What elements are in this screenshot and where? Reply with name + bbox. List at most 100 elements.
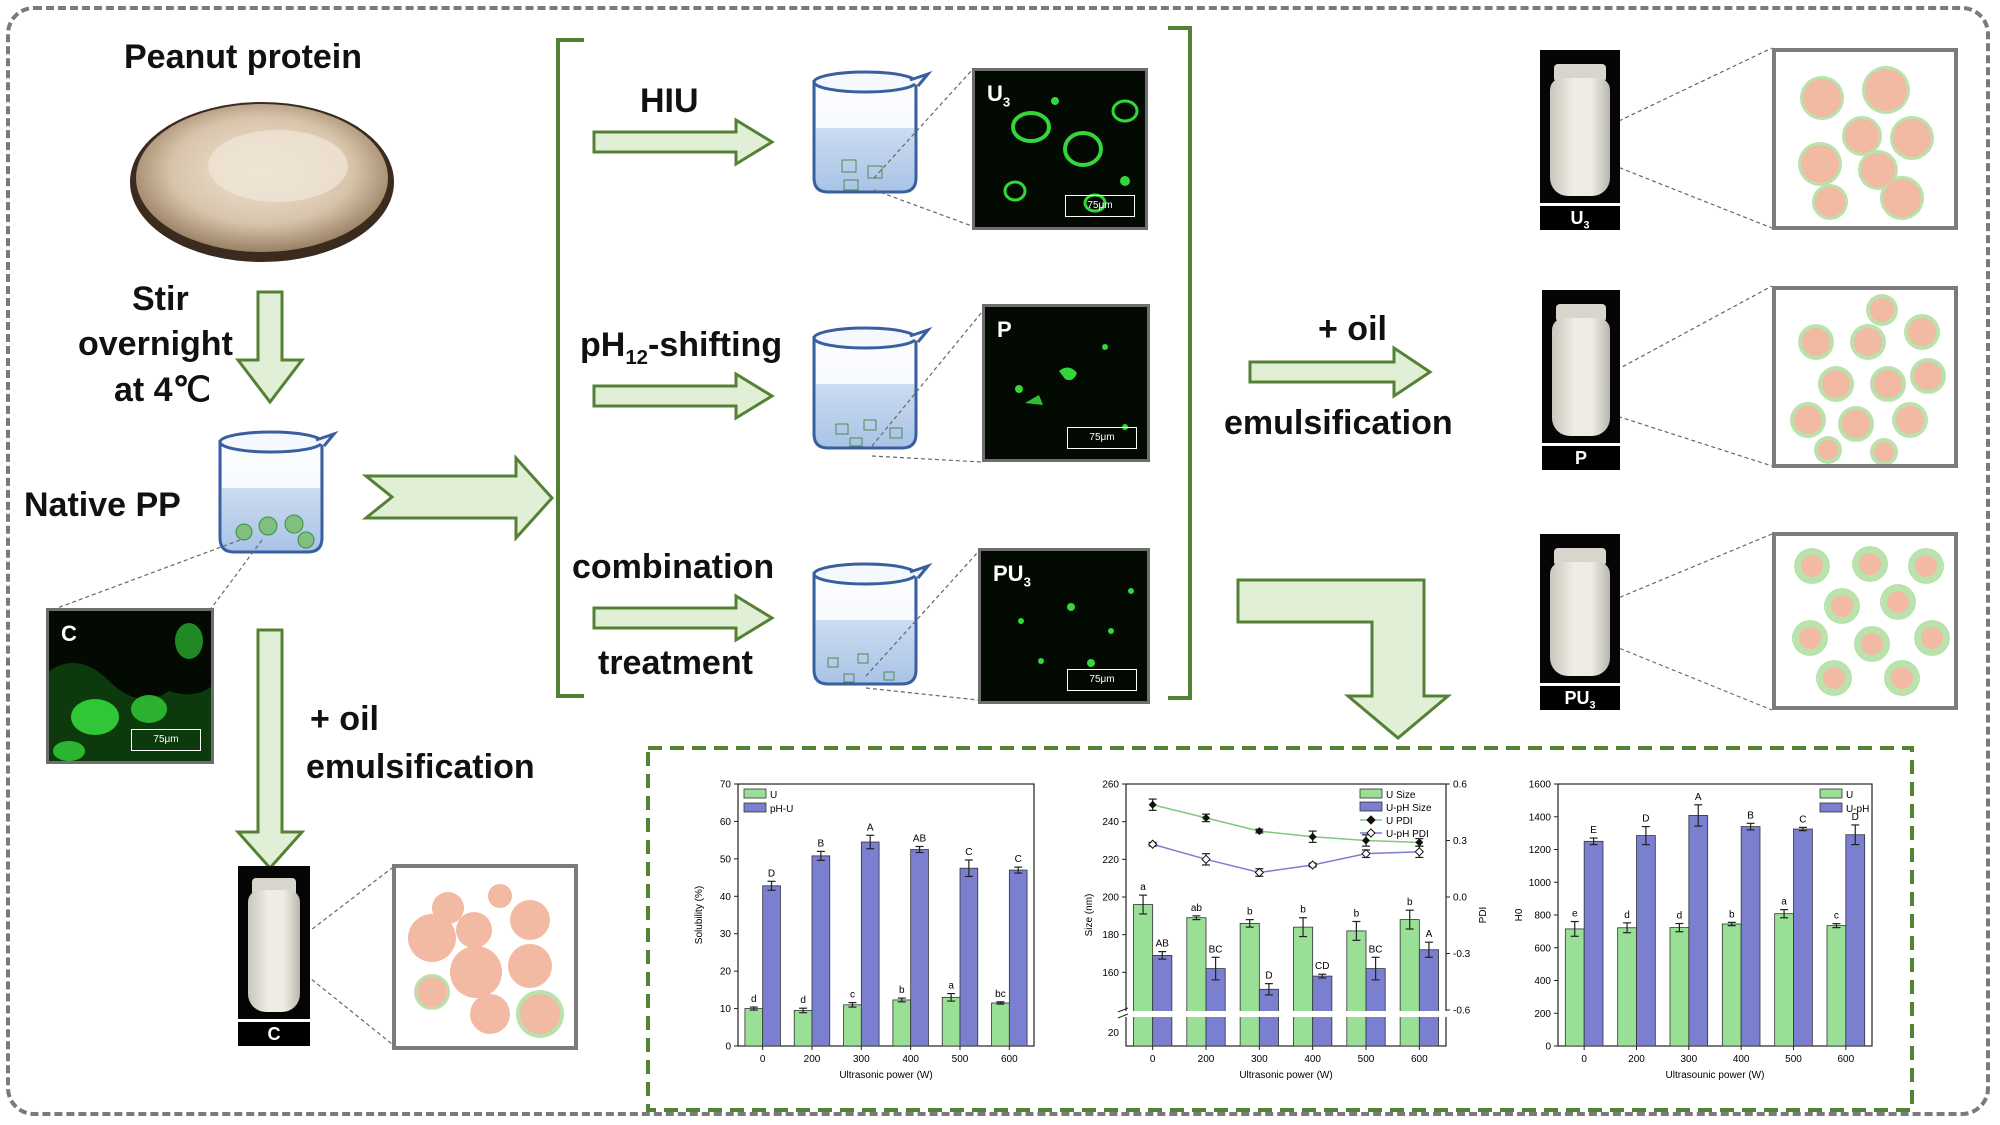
bar: [1152, 954, 1173, 1047]
legend-swatch: [1819, 802, 1843, 813]
chart-solubility: 0102030405060700dD200dB300cA400bAB500aC6…: [694, 780, 1035, 1081]
bar: [1826, 925, 1847, 1047]
bottle-pu3-label: PU3: [1540, 683, 1620, 712]
significance-letter: b: [899, 985, 905, 996]
significance-letter: d: [1624, 910, 1630, 921]
significance-letter: b: [1407, 897, 1413, 908]
micrograph-u3: U3 75μm: [972, 68, 1148, 230]
significance-letter: B: [818, 838, 825, 849]
oil-label-right: + oil: [1318, 310, 1387, 348]
y-tick-label: 160: [1102, 968, 1119, 979]
x-tick-label: 0: [1581, 1054, 1587, 1065]
x-tick-label: 300: [1251, 1054, 1268, 1065]
significance-letter: C: [1015, 854, 1022, 865]
bar: [959, 867, 979, 1047]
bar: [1721, 923, 1742, 1047]
y-tick-label: 40: [720, 892, 732, 903]
bottle-c-label: C: [238, 1019, 310, 1046]
bar: [941, 996, 961, 1047]
legend-label: U-pH Size: [1386, 803, 1432, 814]
bar: [1008, 869, 1028, 1047]
x-tick-label: 200: [804, 1054, 821, 1065]
native-pp-label: Native PP: [24, 486, 181, 524]
y-tick-label: 1200: [1529, 845, 1552, 856]
x-tick-label: 200: [1628, 1054, 1645, 1065]
bar: [1617, 927, 1637, 1047]
x-axis-label: Ultrasonic power (W): [839, 1070, 932, 1081]
bar: [1258, 988, 1279, 1047]
bottle-p-label: P: [1542, 443, 1620, 470]
legend-label: pH-U: [770, 804, 793, 815]
significance-letter: d: [751, 994, 757, 1005]
legend-swatch: [1359, 788, 1383, 799]
stir-label-line1: Stir: [132, 280, 189, 318]
pdi-marker: [1255, 827, 1264, 836]
y2-tick-label: 0.3: [1453, 836, 1467, 847]
pdi-marker: [1201, 854, 1211, 865]
significance-letter: D: [1265, 971, 1272, 982]
y2-tick-label: 0.6: [1453, 780, 1467, 791]
y2-tick-label: -0.6: [1453, 1006, 1471, 1017]
bar: [1293, 926, 1314, 1047]
bar: [1399, 919, 1420, 1047]
y-tick-label: 1400: [1529, 812, 1552, 823]
arrow-combination: [592, 593, 775, 643]
bottle-pu3: PU3: [1540, 534, 1620, 712]
y2-tick-label: 0.0: [1453, 893, 1467, 904]
oil-label-left: + oil: [310, 700, 379, 738]
significance-letter: b: [1354, 908, 1360, 919]
stir-label-line3: at 4℃: [114, 371, 211, 409]
peanut-protein-title: Peanut protein: [124, 38, 363, 76]
bottle-c: C: [238, 866, 310, 1046]
stir-label-line2: overnight: [78, 325, 233, 363]
y-tick-label: 1000: [1529, 878, 1552, 889]
y-axis-label: Size (nm): [1084, 894, 1095, 937]
x-tick-label: 0: [760, 1054, 766, 1065]
pdi-line: [1152, 803, 1420, 844]
significance-letter: A: [1695, 792, 1702, 803]
x-tick-label: 300: [1680, 1054, 1697, 1065]
beaker-combination: [812, 562, 930, 686]
plot-frame: [1125, 783, 1447, 1047]
arrow-ph-shifting: [592, 371, 775, 421]
pdi-marker: [1147, 839, 1158, 849]
y-tick-label: 180: [1102, 930, 1119, 941]
scale-bar: 75μm: [1067, 427, 1137, 449]
x-axis-label: Ultrasonic power (W): [1239, 1070, 1332, 1081]
significance-letter: c: [850, 990, 855, 1001]
significance-letter: BC: [1209, 944, 1223, 955]
bar: [811, 855, 831, 1047]
chart-h0: 020040060080010001200140016000eE200dD300…: [1514, 780, 1873, 1081]
x-tick-label: 600: [1411, 1054, 1428, 1065]
y-tick-label: 30: [720, 929, 732, 940]
pdi-marker: [1361, 848, 1371, 859]
bar: [1346, 930, 1367, 1047]
bottle-p: P: [1542, 290, 1620, 470]
y-tick-label: 0: [1545, 1042, 1551, 1053]
y-tick-label: 240: [1102, 817, 1119, 828]
pdi-marker: [1148, 800, 1157, 809]
y-axis-label: H0: [1514, 908, 1525, 921]
bar: [793, 1010, 813, 1047]
bar: [1186, 917, 1207, 1047]
pdi-marker: [1415, 838, 1424, 847]
significance-letter: AB: [1156, 939, 1170, 950]
legend-swatch: [743, 802, 767, 813]
y-tick-label: 60: [720, 817, 732, 828]
significance-letter: b: [1300, 905, 1306, 916]
y-tick-label: 10: [720, 1004, 732, 1015]
significance-letter: bc: [995, 989, 1006, 1000]
emulsion-droplets-pu3: [1772, 532, 1958, 710]
hiu-label: HIU: [640, 82, 699, 120]
y2-axis-label: PDI: [1478, 907, 1489, 924]
micrograph-u3-label: U3: [987, 81, 1011, 110]
y-axis-label: Solubility (%): [694, 886, 705, 944]
significance-letter: e: [1572, 909, 1578, 920]
scale-bar: 75μm: [1065, 195, 1135, 217]
bar: [1133, 904, 1154, 1047]
x-tick-label: 600: [1001, 1054, 1018, 1065]
x-axis-label: Ultrasounic power (W): [1666, 1070, 1765, 1081]
legend-label: U PDI: [1386, 816, 1413, 827]
bar: [762, 885, 781, 1047]
